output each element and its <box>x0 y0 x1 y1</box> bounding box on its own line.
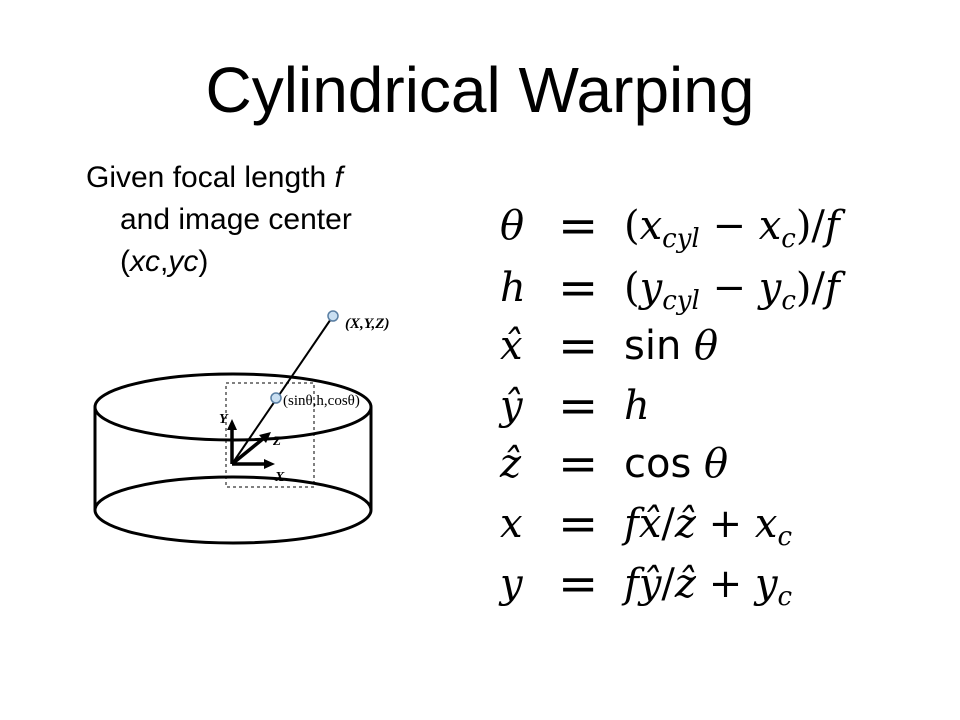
equals-sign: = <box>558 556 599 612</box>
z-axis-label: Z <box>272 433 281 448</box>
z-axis-arrow <box>230 436 266 466</box>
bullet-line-1: Given focal length f <box>86 161 343 194</box>
projection-ray <box>231 315 334 465</box>
equation-rhs: fx̂/ẑ + xc <box>624 501 793 552</box>
projected-point-marker <box>270 392 282 404</box>
equation-rhs: cos θ <box>624 441 729 487</box>
bullet-line-2: and image center <box>120 203 352 236</box>
equation-rhs: sin θ <box>624 323 719 369</box>
slide-title: Cylindrical Warping <box>205 54 755 126</box>
equals-sign: = <box>558 496 599 552</box>
equals-sign: = <box>558 260 599 316</box>
world-point-label: (X,Y,Z) <box>345 316 389 332</box>
equation-lhs: x <box>500 501 523 547</box>
y-axis-label: Y <box>219 412 229 427</box>
equals-sign: = <box>558 436 599 492</box>
z-axis-arrowhead <box>259 432 271 443</box>
equation-lhs: y <box>500 561 523 607</box>
equation-rhs: (xcyl − xc)/f <box>624 203 840 254</box>
projected-point-label: (sinθ,h,cosθ) <box>283 393 360 409</box>
x-axis-arrowhead <box>264 459 275 469</box>
bullet-text: Given focal length f and image center (x… <box>86 157 446 283</box>
x-axis-label: X <box>274 470 285 485</box>
equation-lhs: θ <box>500 203 525 249</box>
y-axis-arrowhead <box>227 419 237 430</box>
equation-lhs: h <box>500 265 526 311</box>
equation-lhs: ẑ <box>500 441 522 487</box>
equation-rhs: h <box>624 383 650 429</box>
equation-rhs: (ycyl − yc)/f <box>624 265 840 316</box>
equals-sign: = <box>558 378 599 434</box>
world-point-marker <box>327 310 339 322</box>
equation-lhs: x̂ <box>500 323 523 369</box>
equals-sign: = <box>558 198 599 254</box>
bullet-line-3: (xc,yc) <box>120 245 209 278</box>
equation-lhs: ŷ <box>500 383 523 429</box>
equation-rhs: fŷ/ẑ + yc <box>624 561 793 612</box>
image-plane <box>225 382 315 488</box>
equals-sign: = <box>558 318 599 374</box>
focal-length-var: f <box>334 161 343 194</box>
